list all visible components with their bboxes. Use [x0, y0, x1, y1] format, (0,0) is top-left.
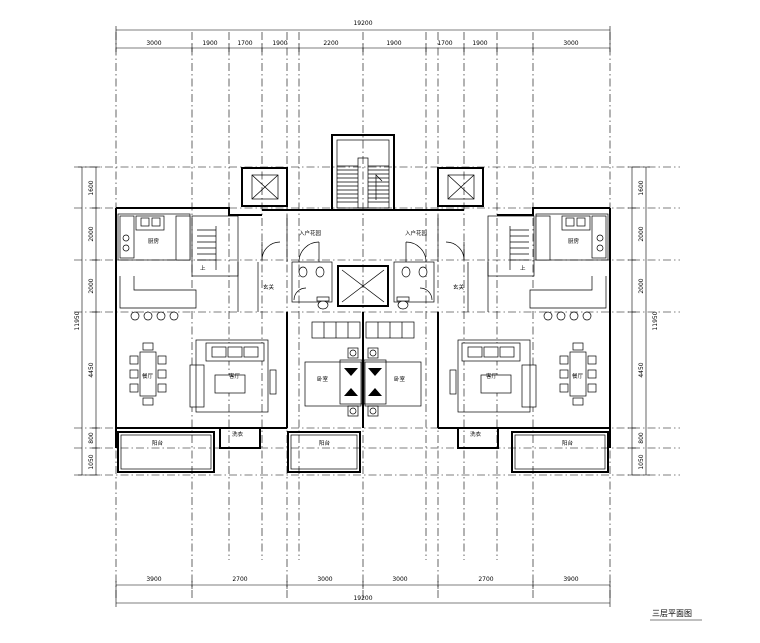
- bottom-dim-3: 3000: [317, 576, 332, 583]
- right-entry-garden-label: 入户花园: [405, 229, 428, 237]
- right-foyer-label: 玄关: [453, 283, 465, 291]
- right-small-stair: 上: [487, 215, 535, 277]
- top-dimensions: 19200 3000 1900 1700 1900 2200 1900 1700…: [115, 20, 611, 52]
- left-balcony: 阳台 洗衣 阳台: [117, 427, 361, 473]
- left-living: 客厅: [189, 339, 277, 413]
- right-dim-1: 1600: [638, 180, 645, 195]
- right-balcony-label: 阳台: [562, 439, 574, 447]
- bottom-total-label: 19200: [353, 595, 372, 602]
- left-bathroom: [291, 261, 333, 310]
- left-dim-6: 1050: [88, 454, 95, 469]
- right-dim-4: 4450: [638, 362, 645, 377]
- top-dim-3: 1700: [237, 40, 252, 47]
- right-dining: 餐厅: [559, 342, 597, 406]
- right-kitchen: 厨房: [535, 213, 609, 261]
- right-bedroom-label: 卧室: [394, 375, 406, 383]
- right-dim-3: 2000: [638, 278, 645, 293]
- right-bathroom: [393, 261, 435, 310]
- elevator-center: [337, 265, 389, 307]
- left-bedroom-balcony-label: 阳台: [319, 439, 331, 447]
- top-dim-8: 1900: [472, 40, 487, 47]
- right-counter: [529, 276, 607, 321]
- top-dim-1: 3000: [146, 40, 161, 47]
- right-living-label: 客厅: [486, 372, 498, 380]
- elevator-top-left: [241, 167, 288, 207]
- top-total-label: 19200: [353, 20, 372, 27]
- bottom-dim-6: 3900: [563, 576, 578, 583]
- top-dim-6: 1900: [386, 40, 401, 47]
- left-dim-5: 800: [88, 432, 95, 444]
- left-stair-up-label: 上: [200, 264, 206, 272]
- right-laundry-label: 洗衣: [470, 430, 482, 438]
- right-dim-6: 1050: [638, 454, 645, 469]
- right-balcony: 阳台 洗衣: [457, 427, 609, 473]
- bottom-dim-2: 2700: [232, 576, 247, 583]
- left-dining: 餐厅: [129, 342, 167, 406]
- left-laundry-label: 洗衣: [232, 430, 244, 438]
- right-kitchen-label: 厨房: [568, 237, 580, 245]
- left-balcony-label: 阳台: [152, 439, 164, 447]
- bottom-dim-4: 3000: [392, 576, 407, 583]
- left-bedroom: 卧室: [304, 321, 363, 417]
- central-stair-core: [262, 134, 464, 211]
- left-kitchen: 厨房: [117, 213, 191, 261]
- left-kitchen-label: 厨房: [148, 237, 160, 245]
- left-dim-2: 2000: [88, 226, 95, 241]
- left-bedroom-label: 卧室: [317, 375, 329, 383]
- right-dining-label: 餐厅: [572, 372, 584, 380]
- right-stair-up-label: 上: [520, 264, 526, 272]
- left-dimensions: 11950 1600 2000 2000 4450 800 1050: [74, 166, 100, 476]
- left-foyer: 玄关: [237, 241, 281, 312]
- left-small-stair: 上: [191, 215, 239, 277]
- left-dim-4: 4450: [88, 362, 95, 377]
- right-bedroom: 卧室: [363, 321, 422, 417]
- right-dim-2: 2000: [638, 226, 645, 241]
- top-dim-7: 1700: [437, 40, 452, 47]
- drawing-title: 三层平面图: [650, 609, 702, 621]
- top-dim-9: 3000: [563, 40, 578, 47]
- left-counter: [119, 276, 197, 321]
- left-dining-label: 餐厅: [142, 372, 154, 380]
- top-dim-2: 1900: [202, 40, 217, 47]
- left-dim-3: 2000: [88, 278, 95, 293]
- left-entry-garden-label: 入户花园: [299, 229, 322, 237]
- elevator-top-right: [437, 167, 484, 207]
- drawing-title-text: 三层平面图: [652, 609, 692, 618]
- right-dimensions: 1600 2000 2000 4450 800 1050 11950: [628, 166, 659, 476]
- right-total-label: 11950: [652, 311, 659, 330]
- right-dim-5: 800: [638, 432, 645, 444]
- top-dim-4: 1900: [272, 40, 287, 47]
- left-entry-garden: 入户花园: [286, 215, 322, 263]
- right-entry-garden: 入户花园: [405, 215, 439, 263]
- left-living-label: 客厅: [229, 372, 241, 380]
- left-foyer-label: 玄关: [263, 283, 275, 291]
- top-dim-5: 2200: [323, 40, 338, 47]
- right-foyer: 玄关: [445, 241, 489, 312]
- bottom-dim-5: 2700: [478, 576, 493, 583]
- right-living: 客厅: [449, 339, 537, 413]
- bottom-dimensions: 3900 2700 3000 3000 2700 3900 19200: [115, 576, 611, 607]
- left-total-label: 11950: [74, 311, 81, 330]
- left-dim-1: 1600: [88, 180, 95, 195]
- bottom-dim-1: 3900: [146, 576, 161, 583]
